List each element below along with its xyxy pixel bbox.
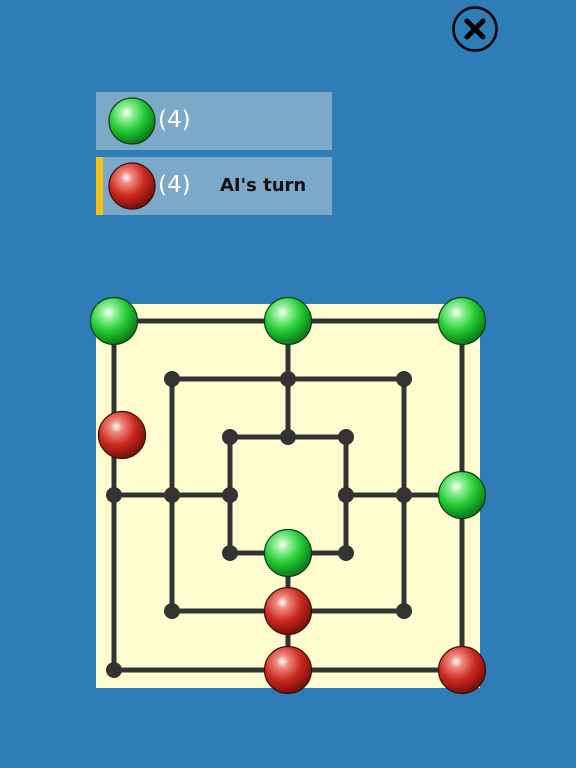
close-button[interactable] bbox=[452, 6, 498, 52]
green-piece-count: (4) bbox=[158, 107, 191, 133]
red-piece[interactable] bbox=[263, 586, 313, 636]
board-point-inner-top-mid[interactable] bbox=[280, 429, 296, 445]
board-point-inner-mid-left[interactable] bbox=[222, 487, 238, 503]
board-point-middle-top-left[interactable] bbox=[164, 371, 180, 387]
close-icon bbox=[452, 6, 498, 52]
board-point-outer-mid-left[interactable] bbox=[106, 487, 122, 503]
turn-status: AI's turn bbox=[220, 175, 307, 196]
board-point-outer-bottom-left[interactable] bbox=[106, 662, 122, 678]
red-piece[interactable] bbox=[437, 645, 487, 695]
board-point-inner-mid-right[interactable] bbox=[338, 487, 354, 503]
board-point-inner-bottom-left[interactable] bbox=[222, 545, 238, 561]
green-piece[interactable] bbox=[263, 528, 313, 578]
board-point-middle-top-right[interactable] bbox=[396, 371, 412, 387]
green-piece[interactable] bbox=[89, 296, 139, 346]
green-piece[interactable] bbox=[437, 296, 487, 346]
red-piece-icon bbox=[108, 162, 156, 210]
red-piece-count: (4) bbox=[158, 172, 191, 198]
board-point-middle-top-mid[interactable] bbox=[280, 371, 296, 387]
board-point-middle-bottom-left[interactable] bbox=[164, 603, 180, 619]
green-piece[interactable] bbox=[263, 296, 313, 346]
board-point-middle-mid-right[interactable] bbox=[396, 487, 412, 503]
player-red-panel: (4) AI's turn bbox=[96, 157, 332, 215]
red-piece[interactable] bbox=[97, 410, 147, 460]
green-piece[interactable] bbox=[437, 470, 487, 520]
red-piece[interactable] bbox=[263, 645, 313, 695]
green-piece-icon bbox=[108, 97, 156, 145]
board-point-middle-mid-left[interactable] bbox=[164, 487, 180, 503]
board-point-inner-top-right[interactable] bbox=[338, 429, 354, 445]
board-point-inner-top-left[interactable] bbox=[222, 429, 238, 445]
board-point-inner-bottom-right[interactable] bbox=[338, 545, 354, 561]
player-green-panel: (4) bbox=[96, 92, 332, 150]
board-point-middle-bottom-right[interactable] bbox=[396, 603, 412, 619]
